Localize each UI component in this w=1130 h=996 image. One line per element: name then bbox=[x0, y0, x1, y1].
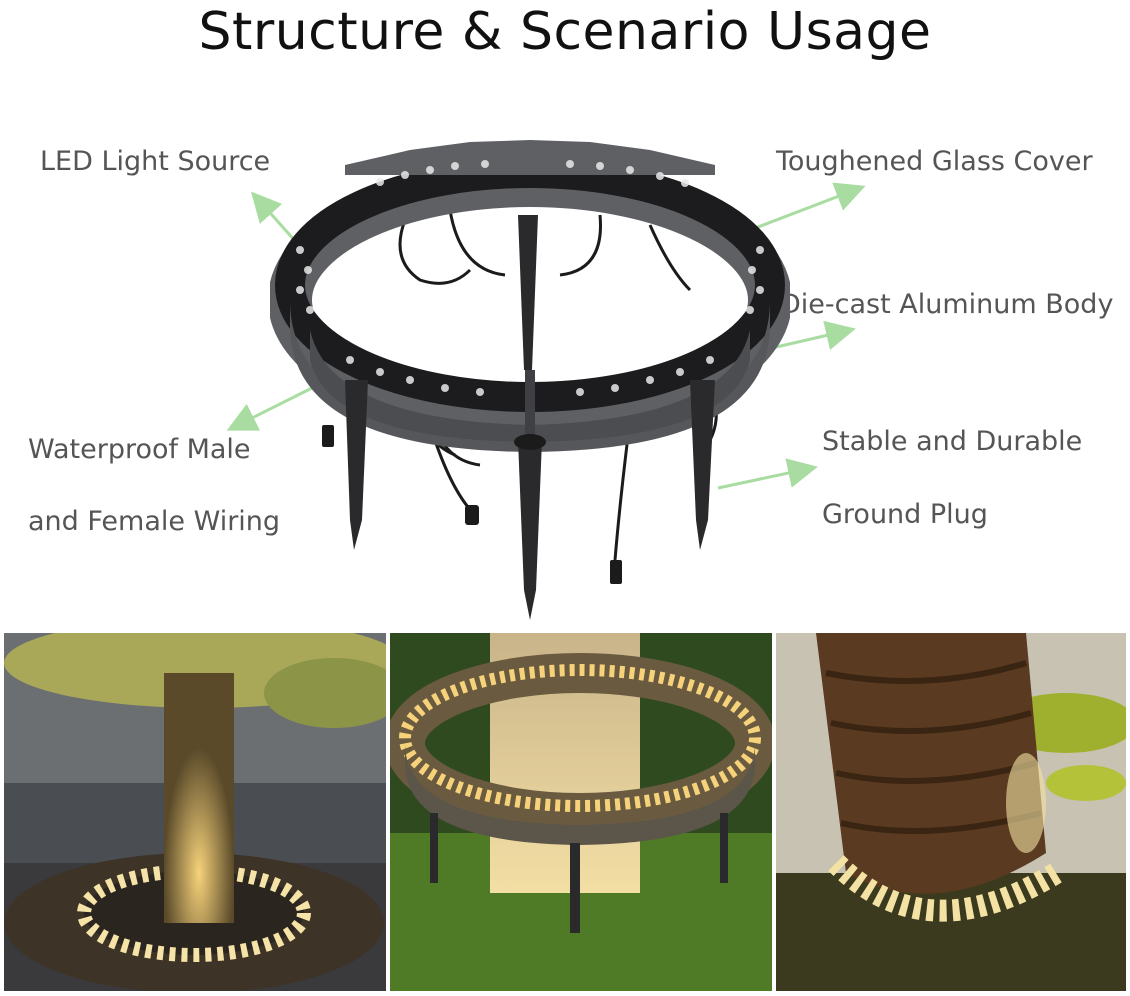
label-ground-plug-line1: Stable and Durable bbox=[822, 426, 1083, 457]
scenario-photo-palm bbox=[776, 633, 1126, 991]
label-waterproof-wiring-line1: Waterproof Male bbox=[28, 434, 251, 465]
label-ground-plug-line2: Ground Plug bbox=[822, 499, 988, 530]
label-die-cast-aluminum-body: Die-cast Aluminum Body bbox=[780, 289, 1114, 320]
label-toughened-glass-cover: Toughened Glass Cover bbox=[776, 146, 1093, 177]
label-led-light-source: LED Light Source bbox=[40, 146, 271, 177]
page-title: Structure & Scenario Usage bbox=[198, 2, 932, 62]
scenario-photo-grass bbox=[390, 633, 772, 991]
ring-light-product-illustration bbox=[270, 140, 790, 620]
label-waterproof-wiring-line2: and Female Wiring bbox=[28, 506, 281, 537]
scenario-photo-paving bbox=[4, 633, 386, 991]
